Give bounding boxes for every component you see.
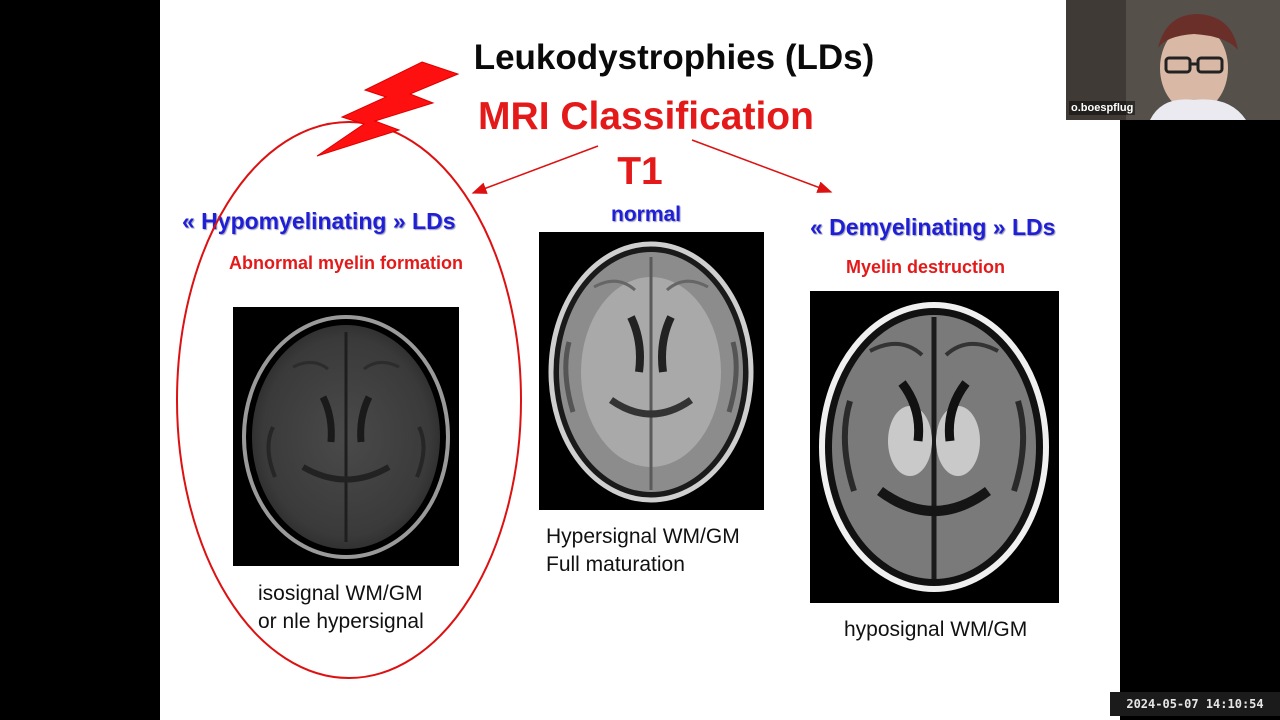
caption-line: isosignal WM/GM xyxy=(258,582,423,605)
demyelinating-subheading: Myelin destruction xyxy=(846,257,1006,277)
normal-heading: normal xyxy=(611,203,682,226)
demyelinating-caption: hyposignal WM/GM xyxy=(844,616,1027,644)
normal-caption: Hypersignal WM/GM Full maturation xyxy=(546,523,740,579)
mri-image-demyelinating xyxy=(810,291,1059,603)
mri-image-normal xyxy=(539,232,764,510)
hypomyelinating-caption: isosignal WM/GM or nle hypersignal xyxy=(258,580,424,636)
sequence-label: T1 xyxy=(617,150,663,193)
demyelinating-heading: « Demyelinating » LDs xyxy=(810,214,1056,240)
slide-subtitle: MRI Classification xyxy=(478,95,814,138)
participant-video-icon xyxy=(1066,0,1280,120)
slide-title: Leukodystrophies (LDs) xyxy=(473,38,875,77)
hypomyelinating-subheading: Abnormal myelin formation xyxy=(229,253,464,273)
recording-timestamp: 2024-05-07 14:10:54 xyxy=(1110,692,1280,716)
webcam-feed[interactable]: o.boespflug xyxy=(1066,0,1280,120)
participant-name-label: o.boespflug xyxy=(1069,101,1136,115)
caption-line: or nle hypersignal xyxy=(258,610,424,633)
caption-line: hyposignal WM/GM xyxy=(844,618,1028,641)
hypomyelinating-heading: « Hypomyelinating » LDs xyxy=(182,208,456,234)
mri-image-hypomyelinating xyxy=(233,307,459,566)
caption-line: Hypersignal WM/GM xyxy=(546,525,740,548)
presentation-slide: Leukodystrophies (LDs) MRI Classificatio… xyxy=(160,0,1120,720)
caption-line: Full maturation xyxy=(546,553,685,576)
